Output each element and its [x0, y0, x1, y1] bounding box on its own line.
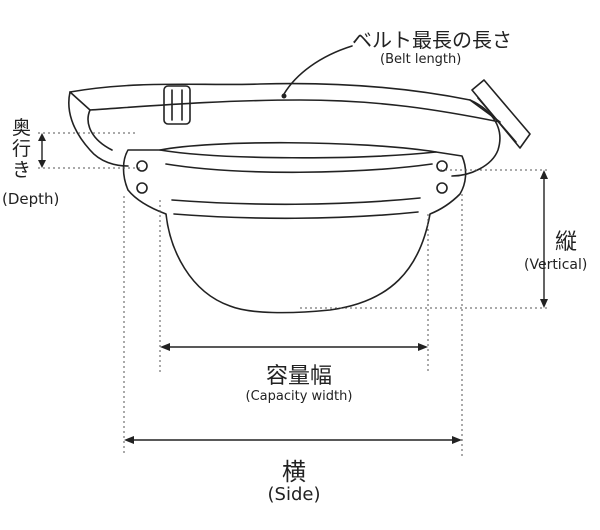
- belt-strap-lower: [68, 91, 129, 167]
- depth-label: 奥行き: [12, 117, 32, 181]
- belt-strap: [69, 82, 501, 123]
- front-pocket: [171, 197, 421, 206]
- side-label: 横: [282, 458, 306, 486]
- belt-length-label-en: (Belt length): [380, 52, 462, 67]
- side-label-en: (Side): [267, 484, 321, 505]
- belt-buckle: [163, 85, 191, 125]
- bag-body: [122, 141, 467, 314]
- depth-label-en: (Depth): [2, 190, 60, 208]
- vertical-label: 縦: [555, 230, 578, 255]
- vertical-label-en: (Vertical): [524, 257, 588, 273]
- rivet: [436, 160, 448, 172]
- rivet: [136, 160, 148, 172]
- capacity-label: 容量幅: [265, 364, 332, 389]
- belt-pointer: [283, 45, 353, 95]
- belt-length-label: ベルト最長の長さ: [352, 28, 512, 52]
- rivet: [436, 182, 448, 194]
- strap-clip: [471, 79, 531, 149]
- rivet: [136, 182, 148, 194]
- capacity-label-en: (Capacity width): [245, 389, 353, 404]
